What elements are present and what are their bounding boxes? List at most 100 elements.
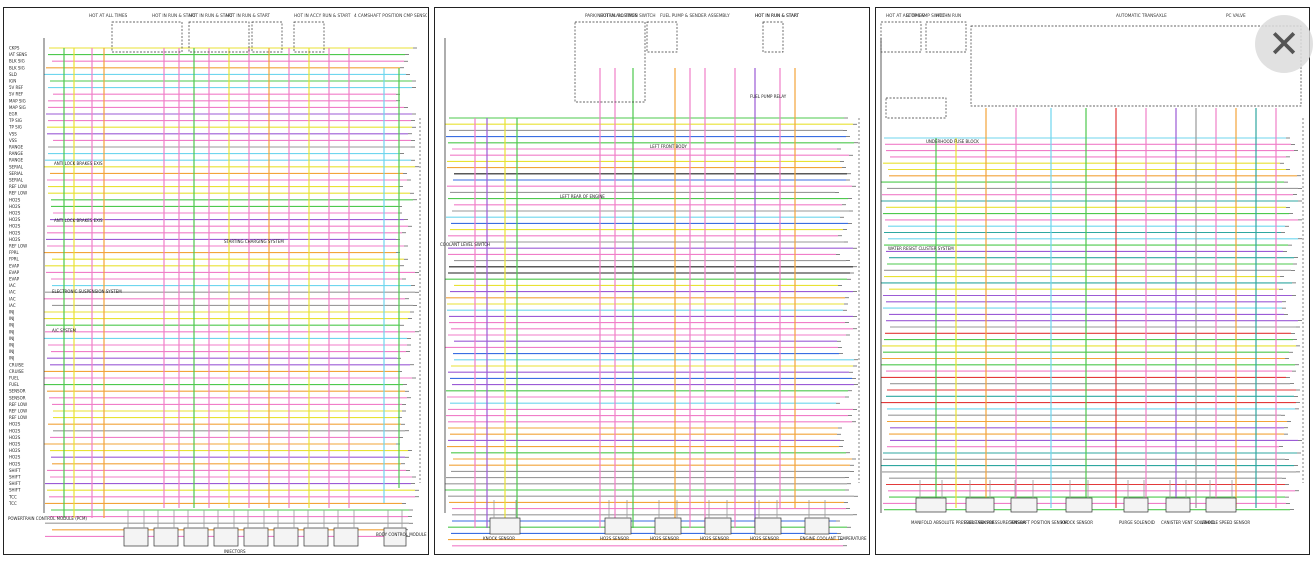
pcm-pin-label: SLD — [9, 72, 17, 77]
pcm-pin-label: HO2S — [9, 435, 21, 440]
pcm-pin-label: HO2S — [9, 217, 21, 222]
fuse-block-outline — [293, 21, 325, 53]
component-box — [153, 527, 179, 547]
diagram-note: LEFT FRONT BODY — [650, 144, 687, 149]
pcm-pin-label: EGR — [9, 112, 18, 117]
pcm-pin-label: CKPS — [9, 46, 20, 51]
pcm-pin-label: HO2S — [9, 461, 21, 466]
wires-group — [445, 68, 858, 547]
pcm-pin-label: SENSOR — [9, 395, 26, 400]
component-label: HO2S SENSOR — [600, 536, 629, 541]
close-x-icon: ✕ — [1268, 22, 1300, 66]
pcm-pin-label: INJ — [9, 316, 14, 321]
component-label: POWERTRAIN CONTROL MODULE (PCM) — [8, 516, 87, 521]
fuse-block-outline — [646, 21, 678, 53]
header-label: HOT IN RUN & START — [755, 13, 799, 18]
component-box — [1205, 497, 1237, 513]
pcm-pin-label: SHIFT — [9, 488, 21, 493]
component-box — [123, 527, 149, 547]
pcm-pin-label: SERIAL — [9, 171, 24, 176]
component-label: KNOCK SENSOR — [483, 536, 515, 541]
pcm-pin-label: TCC — [8, 494, 17, 499]
pcm-pin-label: BLK SIG — [9, 65, 25, 70]
pcm-pin-label: HO2S — [9, 422, 21, 427]
pcm-pin-label: HO2S — [9, 448, 21, 453]
header-label: 4 CAMSHAFT POSITION CMP SENSOR — [354, 13, 427, 18]
component-box — [243, 527, 269, 547]
component-label: FUEL TANK PRESSURE SENSOR — [964, 520, 1026, 525]
pcm-pin-label: TP SIG — [8, 118, 22, 123]
pcm-pin-label: SENSOR — [9, 389, 26, 394]
pcm-pin-label: CRUISE — [9, 362, 24, 367]
pcm-pin-label: SHIFT — [9, 481, 21, 486]
pcm-pin-label: SERIAL — [9, 164, 24, 169]
pcm-pin-label: 5V REF — [9, 92, 24, 97]
fuse-block-outline — [880, 21, 922, 53]
pcm-pin-label: EVAP — [9, 270, 20, 275]
component-box — [383, 527, 407, 547]
pcm-pin-label: INJ — [9, 343, 14, 348]
header-label: HOT IN ACCY RUN & START — [294, 13, 351, 18]
pcm-pin-label: VSS — [9, 131, 17, 136]
pcm-pin-label: HO2S — [9, 455, 21, 460]
pcm-pin-label: VSS — [9, 138, 17, 143]
pcm-pin-label: EVAP — [9, 263, 20, 268]
component-label: HO2S SENSOR — [750, 536, 779, 541]
component-box — [754, 517, 782, 535]
header-label: HOT IN RUN & START — [755, 13, 799, 18]
component-box — [273, 527, 299, 547]
component-box — [1123, 497, 1149, 513]
pcm-pin-label: MAP SIG — [9, 98, 26, 103]
pcm-pin-label: HO2S — [9, 237, 21, 242]
fuse-block-outline — [251, 21, 283, 53]
pcm-pin-label: BLK SIG — [9, 59, 25, 64]
component-box — [654, 517, 682, 535]
component-box — [213, 527, 239, 547]
pcm-pin-label: HO2S — [9, 224, 21, 229]
fuse-block-outline — [925, 21, 967, 53]
pcm-pin-label: HO2S — [9, 204, 21, 209]
component-box — [489, 517, 521, 535]
diagram-note: WATER RESIST CLUSTER SYSTEM — [888, 246, 954, 251]
component-label: ENGINE COOLANT TEMPERATURE SENSOR — [800, 536, 868, 541]
diagram-note: ELECTRONIC SUSPENSION SYSTEM — [52, 289, 122, 294]
component-label: BODY CONTROL MODULE (BCM) — [376, 532, 427, 537]
pcm-pin-label: REF LOW — [9, 184, 27, 189]
close-button[interactable]: ✕ — [1255, 15, 1313, 73]
fuse-block-outline — [574, 21, 646, 103]
header-label: HOT IN RUN — [936, 13, 961, 18]
fuse-block-outline — [111, 21, 183, 53]
pcm-pin-label: TCC — [8, 501, 17, 506]
pcm-pin-label: IAC — [9, 296, 16, 301]
pcm-pin-label: REF LOW — [9, 402, 27, 407]
pcm-pin-label: RANGE — [9, 158, 23, 163]
component-box — [1065, 497, 1093, 513]
header-label: FUEL PUMP & SENDER ASSEMBLY — [660, 13, 730, 18]
pcm-pin-label: TP SIG — [8, 125, 22, 130]
pcm-pin-label: FUEL — [9, 382, 20, 387]
pcm-pin-label: IAC — [9, 283, 16, 288]
pcm-pin-label: FUEL — [9, 376, 20, 381]
component-box — [303, 527, 329, 547]
diagram-note: LEFT REAR OF ENGINE — [560, 194, 605, 199]
component-label: INJECTORS — [224, 549, 246, 553]
diagram-note: UNDERHOOD FUSE BLOCK — [926, 139, 979, 144]
header-label: STOP LAMP SWITCH — [906, 13, 948, 18]
pcm-pin-label: SHIFT — [9, 468, 21, 473]
component-box — [333, 527, 359, 547]
pcm-pin-label: FPRL — [9, 257, 19, 262]
pcm-pin-label: HO2S — [9, 211, 21, 216]
pcm-pin-label: INJ — [9, 349, 14, 354]
pcm-pin-label: SHIFT — [9, 475, 21, 480]
pcm-pin-label: HO2S — [9, 197, 21, 202]
component-box — [704, 517, 732, 535]
component-box — [804, 517, 830, 535]
pcm-pin-label: INJ — [9, 356, 14, 361]
pcm-pin-label: REF LOW — [9, 409, 27, 414]
component-label: HO2S SENSOR — [700, 536, 729, 541]
